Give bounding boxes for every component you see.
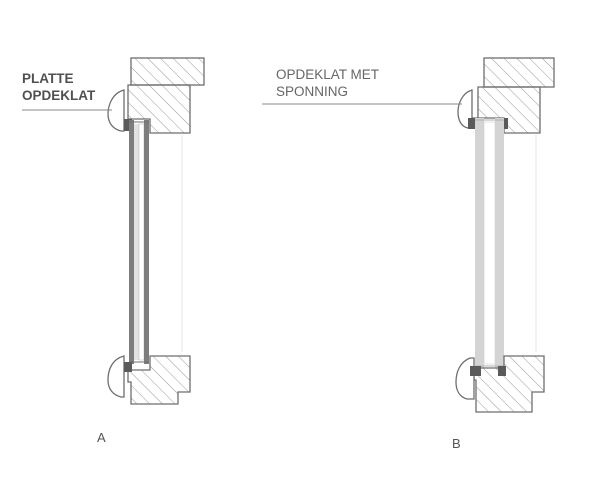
- section-b-glass-unit: [475, 118, 504, 368]
- label-variant-b: B: [452, 436, 461, 451]
- section-b-top-frame: [477, 57, 555, 134]
- section-a-glass-unit: [129, 120, 149, 364]
- section-a-seal-top: [124, 119, 132, 131]
- label-opdeklat-met-sponning: OPDEKLAT MET SPONNING: [276, 66, 379, 100]
- label-sponning-line2: SPONNING: [276, 84, 349, 99]
- section-b: [262, 57, 555, 413]
- label-variant-a: A: [97, 430, 106, 445]
- section-a: [22, 57, 205, 405]
- section-a-bottom-frame: [127, 355, 191, 405]
- label-platte-line2: OPDEKLAT: [22, 88, 96, 103]
- label-sponning-line1: OPDEKLAT MET: [276, 67, 380, 82]
- section-a-flat-bead-top: [107, 89, 125, 132]
- section-b-bottom-frame: [473, 355, 545, 413]
- section-a-seal-bottom: [124, 362, 132, 372]
- section-a-top-frame: [127, 57, 205, 134]
- label-platte-opdeklat: PLATTE OPDEKLAT: [22, 70, 95, 104]
- section-b-seal-top: [468, 118, 479, 129]
- section-b-seal-bottom: [470, 366, 481, 376]
- section-b-rebated-bead-bottom: [455, 357, 475, 400]
- label-platte-line1: PLATTE: [22, 71, 74, 86]
- section-a-flat-bead-bottom: [107, 355, 125, 398]
